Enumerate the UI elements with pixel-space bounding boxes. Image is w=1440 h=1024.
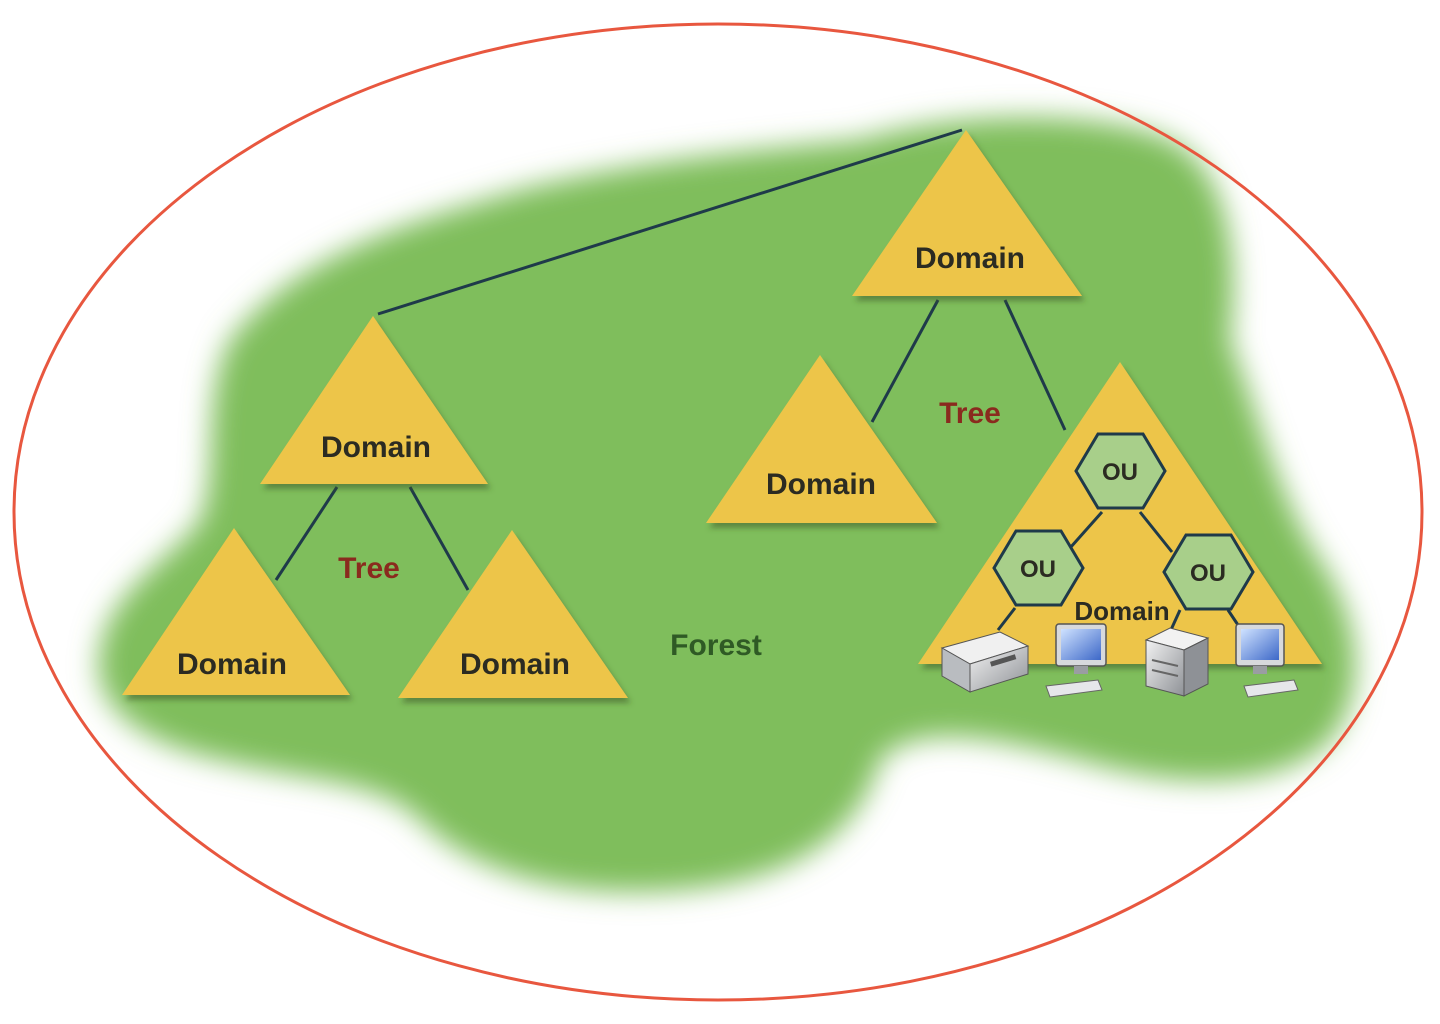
domain-label-right-root: Domain <box>915 242 1025 275</box>
ou-connectors <box>996 511 1242 633</box>
tree-label-right: Tree <box>939 397 1001 430</box>
monitor-icon <box>1235 623 1299 698</box>
server-icon <box>1144 627 1210 697</box>
connectors <box>274 128 1067 591</box>
left-tree <box>122 316 628 698</box>
forest-label: Forest <box>670 629 762 662</box>
forest-boundary <box>12 22 1424 1002</box>
ou-nodes <box>992 432 1255 611</box>
left-tree-line-left <box>274 486 339 581</box>
monitor-icon <box>1045 623 1107 698</box>
domain-triangle-right-child-left <box>706 355 937 523</box>
domain-triangle-left-root <box>260 316 488 484</box>
tree-label-left: Tree <box>338 552 400 585</box>
ou-label-left: OU <box>1020 556 1056 583</box>
domain-label-left-root: Domain <box>321 431 431 464</box>
domain-triangle-left-child-left <box>122 528 350 695</box>
ou-label-right: OU <box>1190 560 1226 587</box>
ou-hexagon-right <box>1162 533 1255 611</box>
ou-label-top: OU <box>1102 459 1138 486</box>
ou-hexagon-left <box>992 529 1085 607</box>
domain-triangle-right-root <box>852 130 1082 296</box>
forest-trust-line <box>377 128 963 316</box>
ou-hexagon-top <box>1074 432 1167 510</box>
domain-label-right-child-right: Domain <box>1074 596 1169 626</box>
domain-label-left-child-left: Domain <box>177 648 287 681</box>
right-tree-line-right <box>1003 299 1067 431</box>
printer-icon <box>940 631 1030 693</box>
domain-label-left-child-right: Domain <box>460 648 570 681</box>
domain-triangle-left-child-right <box>398 530 628 698</box>
right-tree-line-left <box>870 299 940 423</box>
domain-label-right-child-left: Domain <box>766 468 876 501</box>
left-tree-line-right <box>408 486 470 591</box>
